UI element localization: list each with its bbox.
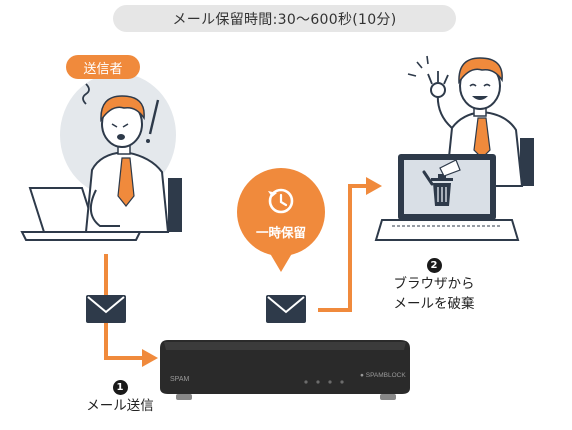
sender-person — [82, 83, 182, 233]
envelope-icon — [86, 295, 126, 323]
arrow-send — [104, 254, 158, 367]
step2-badge: 2 — [426, 258, 442, 273]
step2-line1: ブラウザから — [393, 276, 475, 292]
step2-label: 2 ブラウザから メールを破棄 — [382, 254, 486, 314]
step2-line2: メールを破棄 — [393, 296, 475, 312]
device-brand: SPAM — [170, 376, 189, 383]
step1-label: 1 メール送信 — [70, 376, 170, 416]
arrow-discard — [318, 177, 382, 312]
mail-device — [160, 340, 410, 400]
clock-icon — [268, 188, 294, 214]
trash-icon — [422, 159, 461, 206]
retention-time-pill: メール保留時間:30〜600秒(10分) — [113, 5, 456, 32]
sender-tag: 送信者 — [66, 55, 140, 79]
step1-text: メール送信 — [86, 398, 154, 414]
hold-label: 一時保留 — [255, 225, 306, 240]
recipient-person — [407, 55, 534, 187]
hold-balloon — [237, 168, 325, 272]
step1-badge: 1 — [112, 380, 128, 395]
envelope-icon — [266, 295, 306, 323]
device-model: ● SPAMBLOCK — [360, 372, 406, 379]
